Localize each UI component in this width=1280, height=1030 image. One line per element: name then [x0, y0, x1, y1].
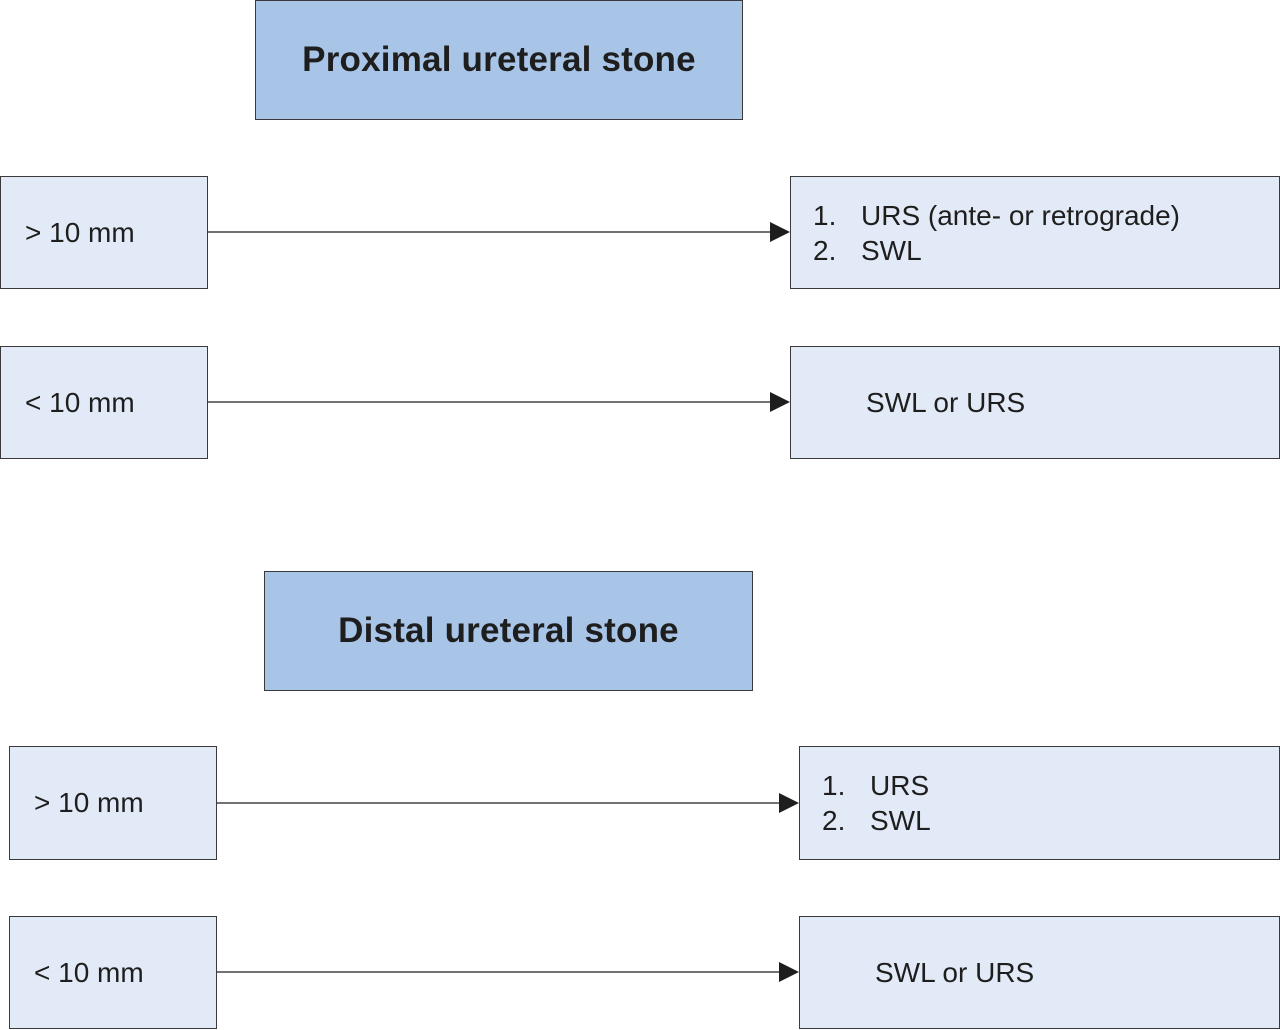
proximal-small-result-box: SWL or URS	[790, 346, 1280, 459]
distal-small-size-box: < 10 mm	[9, 916, 217, 1029]
list-item: 2. SWL	[822, 803, 931, 838]
distal-title: Distal ureteral stone	[338, 611, 679, 650]
option-number: 1.	[822, 770, 846, 801]
distal-small-size-label: < 10 mm	[34, 956, 144, 988]
arrow-proximal-small	[208, 392, 790, 412]
proximal-title-box: Proximal ureteral stone	[255, 0, 743, 120]
proximal-large-size-label: > 10 mm	[25, 216, 135, 248]
distal-title-box: Distal ureteral stone	[264, 571, 753, 691]
arrow-distal-large	[217, 793, 799, 813]
distal-large-options-list: 1. URS 2. SWL	[822, 768, 931, 838]
distal-large-size-label: > 10 mm	[34, 787, 144, 818]
distal-small-result-text: SWL or URS	[875, 956, 1035, 988]
proximal-large-options-list: 1. URS (ante- or retrograde) 2. SWL	[813, 198, 1180, 268]
option-number: 1.	[813, 199, 837, 231]
option-text: SWL	[870, 805, 931, 836]
arrow-distal-small	[217, 962, 799, 982]
option-number: 2.	[822, 805, 846, 836]
proximal-small-result-text: SWL or URS	[866, 386, 1026, 418]
option-number: 2.	[813, 234, 837, 266]
list-item: 1. URS (ante- or retrograde)	[813, 198, 1180, 233]
proximal-large-size-box: > 10 mm	[0, 176, 208, 289]
proximal-large-result-box: 1. URS (ante- or retrograde) 2. SWL	[790, 176, 1280, 289]
distal-small-result-box: SWL or URS	[799, 916, 1280, 1029]
distal-large-result-box: 1. URS 2. SWL	[799, 746, 1280, 860]
proximal-small-size-box: < 10 mm	[0, 346, 208, 459]
option-text: URS (ante- or retrograde)	[861, 199, 1181, 231]
option-text: URS	[870, 770, 930, 801]
distal-large-size-box: > 10 mm	[9, 746, 217, 860]
list-item: 1. URS	[822, 768, 931, 803]
proximal-title: Proximal ureteral stone	[302, 40, 696, 79]
arrow-proximal-large	[208, 222, 790, 242]
list-item: 2. SWL	[813, 233, 1180, 268]
option-text: SWL	[861, 234, 922, 266]
proximal-small-size-label: < 10 mm	[25, 386, 135, 418]
